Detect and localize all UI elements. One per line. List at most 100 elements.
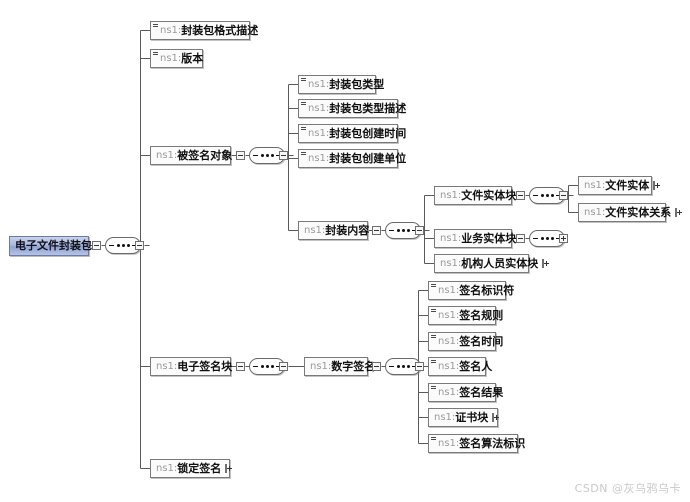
- node-ns-prefix: ns1:: [308, 128, 330, 139]
- node-ns-prefix: ns1:: [308, 103, 330, 114]
- node-qianming-shijian[interactable]: ns1: 签名时间: [428, 332, 503, 351]
- node-ns-prefix: ns1:: [156, 463, 178, 474]
- node-qianming-biaoshifu[interactable]: ns1: 签名标识符: [428, 281, 514, 300]
- node-shuzi-qianming[interactable]: ns1: 数字签名: [304, 357, 375, 376]
- sequence-compositor-yewu-shitikuai[interactable]: [529, 230, 565, 247]
- node-ns-prefix: ns1:: [160, 25, 182, 36]
- expander-wenjian-shitikuai-tail[interactable]: [559, 191, 568, 200]
- node-label: 签名标识符: [459, 284, 515, 297]
- node-qianming-guize[interactable]: ns1: 签名规则: [428, 306, 503, 325]
- attribute-marker-icon: [431, 334, 436, 339]
- node-label: 证书块: [455, 411, 489, 424]
- node-label: 文件实体关系: [605, 206, 672, 219]
- node-label: 封装包创建时间: [329, 127, 407, 140]
- expander-yewu-shitikuai[interactable]: [516, 234, 525, 243]
- node-ns-prefix: ns1:: [308, 79, 330, 90]
- expander-plus-yewu-shitikuai-tail[interactable]: [559, 234, 568, 243]
- node-qianmingren[interactable]: ns1: 签名人: [428, 357, 492, 376]
- attribute-marker-icon: [153, 23, 158, 28]
- node-label: 文件实体: [605, 179, 650, 192]
- node-label: 封装包创建单位: [329, 152, 407, 165]
- expander-plus-wenjian-shiti[interactable]: [653, 181, 661, 190]
- expander-plus-wenjian-shiti-guanxi[interactable]: [675, 208, 683, 217]
- node-wenjian-shiti-guanxi[interactable]: ns1: 文件实体关系: [578, 203, 683, 222]
- node-ns-prefix: ns1:: [156, 361, 178, 372]
- node-ns-prefix: ns1:: [438, 361, 460, 372]
- expander-root[interactable]: [92, 241, 101, 250]
- node-ns-prefix: ns1:: [310, 361, 332, 372]
- sequence-compositor-wenjian-shitikuai[interactable]: [529, 187, 565, 204]
- node-ns-prefix: ns1:: [584, 207, 606, 218]
- node-label: 签名时间: [459, 335, 504, 348]
- attribute-marker-icon: [431, 283, 436, 288]
- attribute-marker-icon: [431, 308, 436, 313]
- attribute-marker-icon: [301, 77, 306, 82]
- node-fengzhuangbao-leixing-miaoshu[interactable]: ns1: 封装包类型描述: [298, 99, 406, 118]
- expander-dianzi-qianmingkuai[interactable]: [236, 362, 245, 371]
- watermark-text: CSDN @灰乌鸦乌卡: [574, 482, 681, 495]
- node-ns-prefix: ns1:: [440, 233, 462, 244]
- node-zhengshukuai[interactable]: ns1: 证书块: [428, 408, 500, 427]
- node-label: 业务实体块: [461, 232, 517, 245]
- attribute-marker-icon: [153, 51, 158, 56]
- expander-beiqianming-duixiang-tail[interactable]: [279, 151, 288, 160]
- node-banben[interactable]: ns1: 版本: [150, 49, 203, 68]
- node-fengzhuangbao-leixing[interactable]: ns1: 封装包类型: [298, 75, 384, 94]
- node-label: 版本: [181, 52, 204, 65]
- node-jigou-renyuan-shitikuai[interactable]: ns1: 机构人员实体块: [434, 254, 550, 273]
- node-fengzhuangbao-chuangjian-danwei[interactable]: ns1: 封装包创建单位: [298, 149, 406, 168]
- node-label: 封装包格式描述: [181, 24, 259, 37]
- attribute-marker-icon: [431, 359, 436, 364]
- expander-plus-suoding-qianming[interactable]: [225, 464, 233, 473]
- expander-fengzhuang-neirong[interactable]: [372, 226, 381, 235]
- node-qianming-jieguo[interactable]: ns1: 签名结果: [428, 383, 503, 402]
- node-label: 机构人员实体块: [461, 257, 539, 270]
- node-label: 被签名对象: [177, 149, 233, 162]
- expander-wenjian-shitikuai[interactable]: [516, 191, 525, 200]
- expander-plus-jigou-renyuan-shitikuai[interactable]: [542, 259, 550, 268]
- node-wenjian-shiti[interactable]: ns1: 文件实体: [578, 176, 661, 195]
- node-ns-prefix: ns1:: [308, 153, 330, 164]
- node-ns-prefix: ns1:: [440, 190, 462, 201]
- node-ns-prefix: ns1:: [160, 53, 182, 64]
- node-root-dianzi-wenjian-fengzhuangbao[interactable]: 电子文件封装包: [9, 236, 92, 256]
- node-label: 签名人: [459, 360, 493, 373]
- expander-plus-zhengshukuai[interactable]: [492, 413, 500, 422]
- node-ns-prefix: ns1:: [434, 412, 456, 423]
- node-label: 签名算法标识: [459, 437, 526, 450]
- node-ns-prefix: ns1:: [584, 180, 606, 191]
- node-fengzhuangbao-geshi-miaoshu[interactable]: ns1: 封装包格式描述: [150, 21, 258, 40]
- expander-shuzi-qianming-tail[interactable]: [415, 362, 424, 371]
- node-label: 封装包类型: [329, 78, 385, 91]
- node-label: 封装内容: [325, 224, 370, 237]
- node-label: 文件实体块: [461, 189, 517, 202]
- node-dianzi-qianmingkuai[interactable]: ns1: 电子签名块: [150, 357, 233, 376]
- node-yewu-shitikuai[interactable]: ns1: 业务实体块: [434, 229, 516, 248]
- node-wenjian-shitikuai[interactable]: ns1: 文件实体块: [434, 186, 516, 205]
- attribute-marker-icon: [431, 385, 436, 390]
- node-suoding-qianming[interactable]: ns1: 锁定签名: [150, 459, 233, 478]
- expander-dianzi-qianmingkuai-tail[interactable]: [279, 362, 288, 371]
- node-ns-prefix: ns1:: [438, 336, 460, 347]
- node-ns-prefix: ns1:: [438, 285, 460, 296]
- expander-root-tail[interactable]: [135, 241, 144, 250]
- node-label: 锁定签名: [177, 462, 222, 475]
- attribute-marker-icon: [301, 126, 306, 131]
- expander-shuzi-qianming[interactable]: [372, 362, 381, 371]
- node-fengzhuangbao-chuangjian-shijian[interactable]: ns1: 封装包创建时间: [298, 124, 406, 143]
- node-label: 数字签名: [331, 360, 376, 373]
- expander-fengzhuang-neirong-tail[interactable]: [415, 226, 424, 235]
- expander-beiqianming-duixiang[interactable]: [236, 151, 245, 160]
- attribute-marker-icon: [431, 436, 436, 441]
- node-fengzhuang-neirong[interactable]: ns1: 封装内容: [298, 221, 370, 240]
- attribute-marker-icon: [301, 151, 306, 156]
- node-ns-prefix: ns1:: [438, 310, 460, 321]
- node-qianming-suanfa-biaoshi[interactable]: ns1: 签名算法标识: [428, 434, 525, 453]
- node-ns-prefix: ns1:: [438, 438, 460, 449]
- node-ns-prefix: ns1:: [156, 150, 178, 161]
- node-label: 电子签名块: [177, 360, 233, 373]
- node-ns-prefix: ns1:: [440, 258, 462, 269]
- node-beiqianming-duixiang[interactable]: ns1: 被签名对象: [150, 146, 233, 165]
- node-label: 签名结果: [459, 386, 504, 399]
- node-ns-prefix: ns1:: [304, 225, 326, 236]
